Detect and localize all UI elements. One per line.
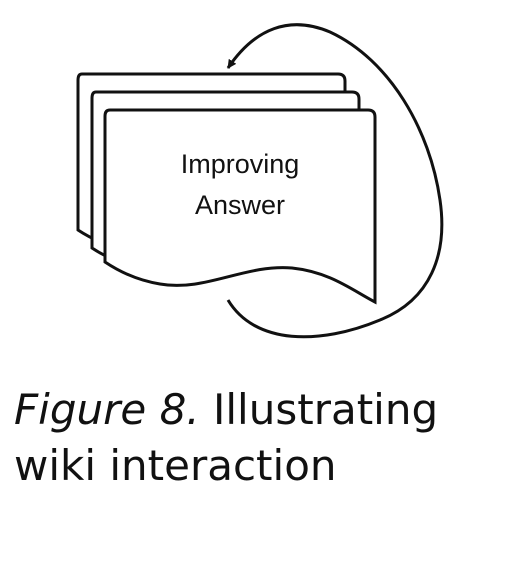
caption-line1: Figure 8. Illustrating [14, 382, 514, 438]
figure-caption: Figure 8. Illustrating wiki interaction [14, 382, 514, 494]
document-label-line1: Improving [181, 149, 300, 179]
document-page-front [103, 108, 377, 305]
wiki-cycle-diagram: Improving Answer [76, 23, 444, 339]
caption-text-line2: wiki interaction [14, 441, 337, 490]
figure-label: Figure 8. [14, 385, 200, 434]
iteration-cycle-arrow [226, 23, 444, 339]
document-label-line2: Answer [195, 190, 285, 220]
caption-text-line1: Illustrating [213, 385, 439, 434]
